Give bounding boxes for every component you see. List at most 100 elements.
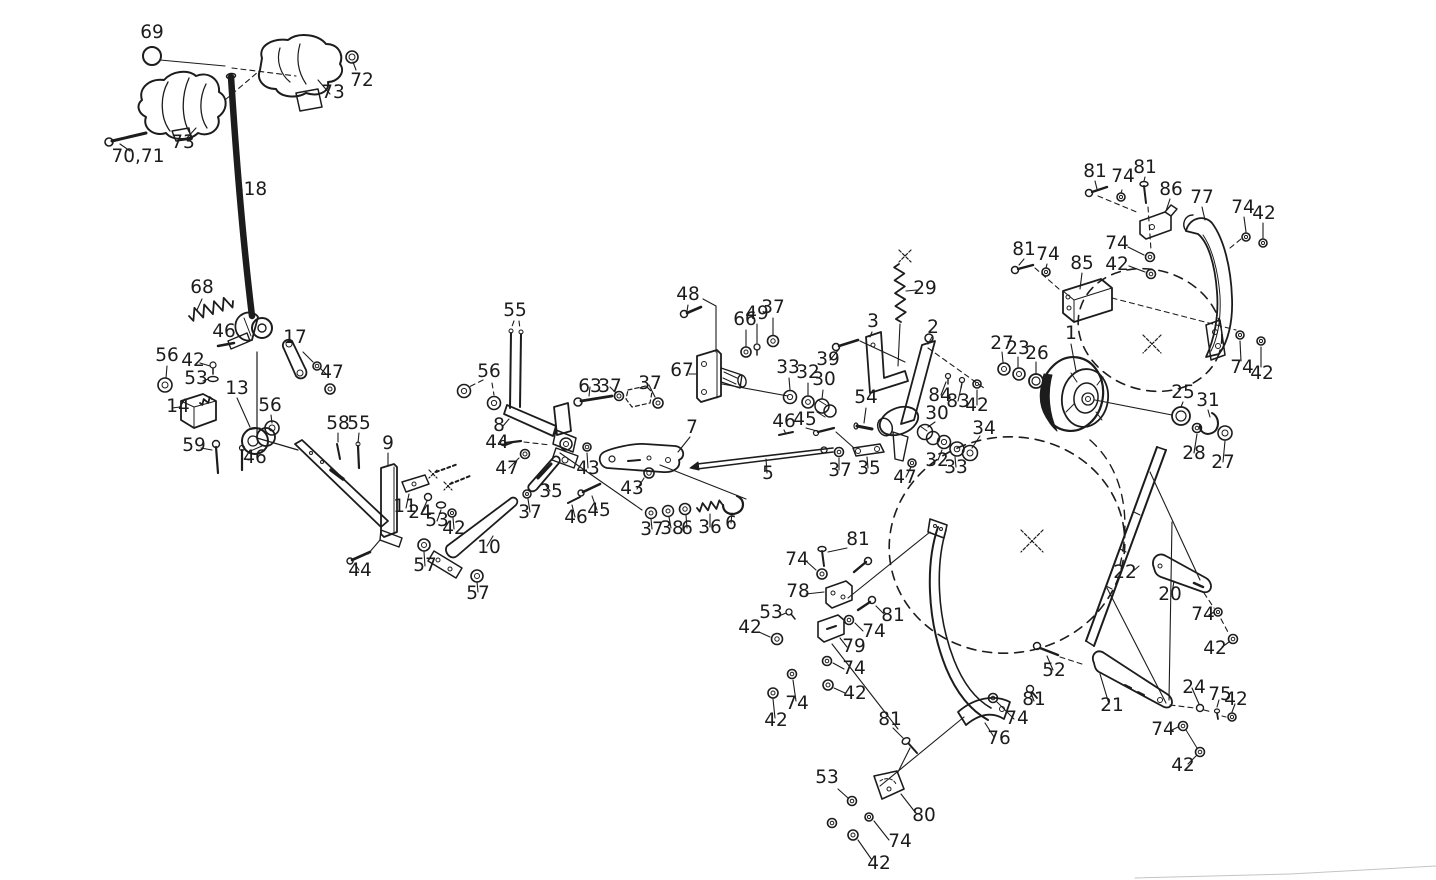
diagram-shape <box>1119 548 1127 553</box>
diagram-shape <box>1183 214 1194 232</box>
leader-line-dashed <box>1147 206 1152 251</box>
leader-line <box>302 351 314 363</box>
part-label: 70,71 <box>112 146 165 167</box>
leader-line <box>367 539 381 555</box>
washer-56 <box>161 381 169 389</box>
part-label: 42 <box>764 710 788 731</box>
diagram-shape <box>490 399 498 407</box>
diagram-shape <box>449 475 471 485</box>
diagram-shape <box>987 692 999 704</box>
leader-line <box>996 701 1015 720</box>
part-label: 47 <box>320 362 344 383</box>
belt-lower <box>888 435 1126 655</box>
lever-8 <box>503 404 557 437</box>
diagram-shape <box>1133 511 1141 516</box>
part-label: 25 <box>1171 382 1195 403</box>
diagram-shape <box>522 489 532 499</box>
diagram-shape <box>234 311 259 342</box>
diagram-shape <box>1016 263 1035 271</box>
leader-line <box>778 612 787 617</box>
diagram-shape <box>447 566 453 572</box>
leader-line <box>1149 471 1201 581</box>
diagram-shape <box>171 127 192 142</box>
diagram-shape <box>1180 723 1186 729</box>
leader-line <box>940 381 947 396</box>
diagram-shape <box>1085 640 1095 647</box>
diagram-shape <box>643 467 655 479</box>
part-label: 35 <box>539 481 563 502</box>
leader-line <box>1094 180 1098 190</box>
leader-line <box>171 406 181 409</box>
diagram-shape <box>849 798 855 804</box>
diagram-shape <box>1065 294 1071 300</box>
leader-line <box>837 788 849 799</box>
part-label: 47 <box>495 458 519 479</box>
diagram-shape <box>852 560 868 574</box>
link-17 <box>281 338 308 380</box>
leader-line <box>702 298 717 307</box>
diagram-shape <box>820 446 828 454</box>
leader-line <box>954 456 957 468</box>
diagram-shape <box>296 369 304 377</box>
leader-line <box>659 464 747 500</box>
leader-line <box>831 643 899 730</box>
leader-line <box>897 747 911 773</box>
part-label: 2 <box>927 317 939 338</box>
pin-46 <box>216 341 236 348</box>
diagram-shape <box>652 397 664 409</box>
diagram-shape <box>805 399 811 405</box>
leader-line <box>677 436 691 453</box>
leader-line <box>591 495 598 511</box>
diagram-shape <box>908 743 918 754</box>
part-label: 49 <box>745 303 769 324</box>
part-label: 42 <box>1171 755 1195 776</box>
diagram-shape <box>1040 373 1058 432</box>
diagram-shape <box>878 405 920 437</box>
diagram-shape <box>1001 366 1007 372</box>
leader-line <box>1046 655 1054 671</box>
spring-36 <box>696 499 723 513</box>
leader-line <box>420 500 428 515</box>
leader-line <box>571 504 576 518</box>
part-label: 26 <box>1025 343 1049 364</box>
leader-line <box>984 722 995 738</box>
part-label: 14 <box>166 396 190 417</box>
diagram-shape <box>552 429 577 453</box>
part-label: 46 <box>243 447 267 468</box>
diagram-shape <box>1105 585 1113 590</box>
part-label: 74 <box>1191 604 1215 625</box>
leader-line <box>721 383 789 397</box>
diagram-shape <box>790 613 796 620</box>
leader-line <box>900 793 916 813</box>
part-label: 42 <box>1105 254 1129 275</box>
leader-line <box>905 289 918 292</box>
leader-line <box>202 378 209 382</box>
diagram-shape <box>720 367 743 389</box>
diagram-shape <box>616 393 622 399</box>
bolt-63 <box>579 394 614 403</box>
diagram-shape <box>953 445 961 453</box>
part-label: 55 <box>347 413 371 434</box>
plate-85 <box>1062 278 1113 323</box>
diagram-shape <box>559 437 573 451</box>
leader-line <box>835 431 855 449</box>
leader-line <box>354 563 360 571</box>
diagram-shape <box>1192 581 1205 589</box>
pin-55 <box>509 332 512 409</box>
diagram-shape <box>1213 607 1223 617</box>
diagram-shape <box>840 594 846 600</box>
diagram-shape <box>850 832 856 838</box>
part-label: 5 <box>762 463 774 484</box>
part-label: 74 <box>785 549 809 570</box>
leader-line <box>1187 755 1197 765</box>
diagram-shape <box>1031 376 1041 386</box>
diagram-shape <box>867 595 877 605</box>
part-label: 84 <box>928 385 952 406</box>
diagram-shape <box>447 508 457 518</box>
diagram-shape <box>277 47 291 83</box>
leader-line <box>559 452 643 511</box>
ring-31 <box>1198 412 1219 435</box>
diagram-shape <box>1258 338 1264 344</box>
diagram-shape <box>449 510 455 516</box>
part-label: 36 <box>698 517 722 538</box>
